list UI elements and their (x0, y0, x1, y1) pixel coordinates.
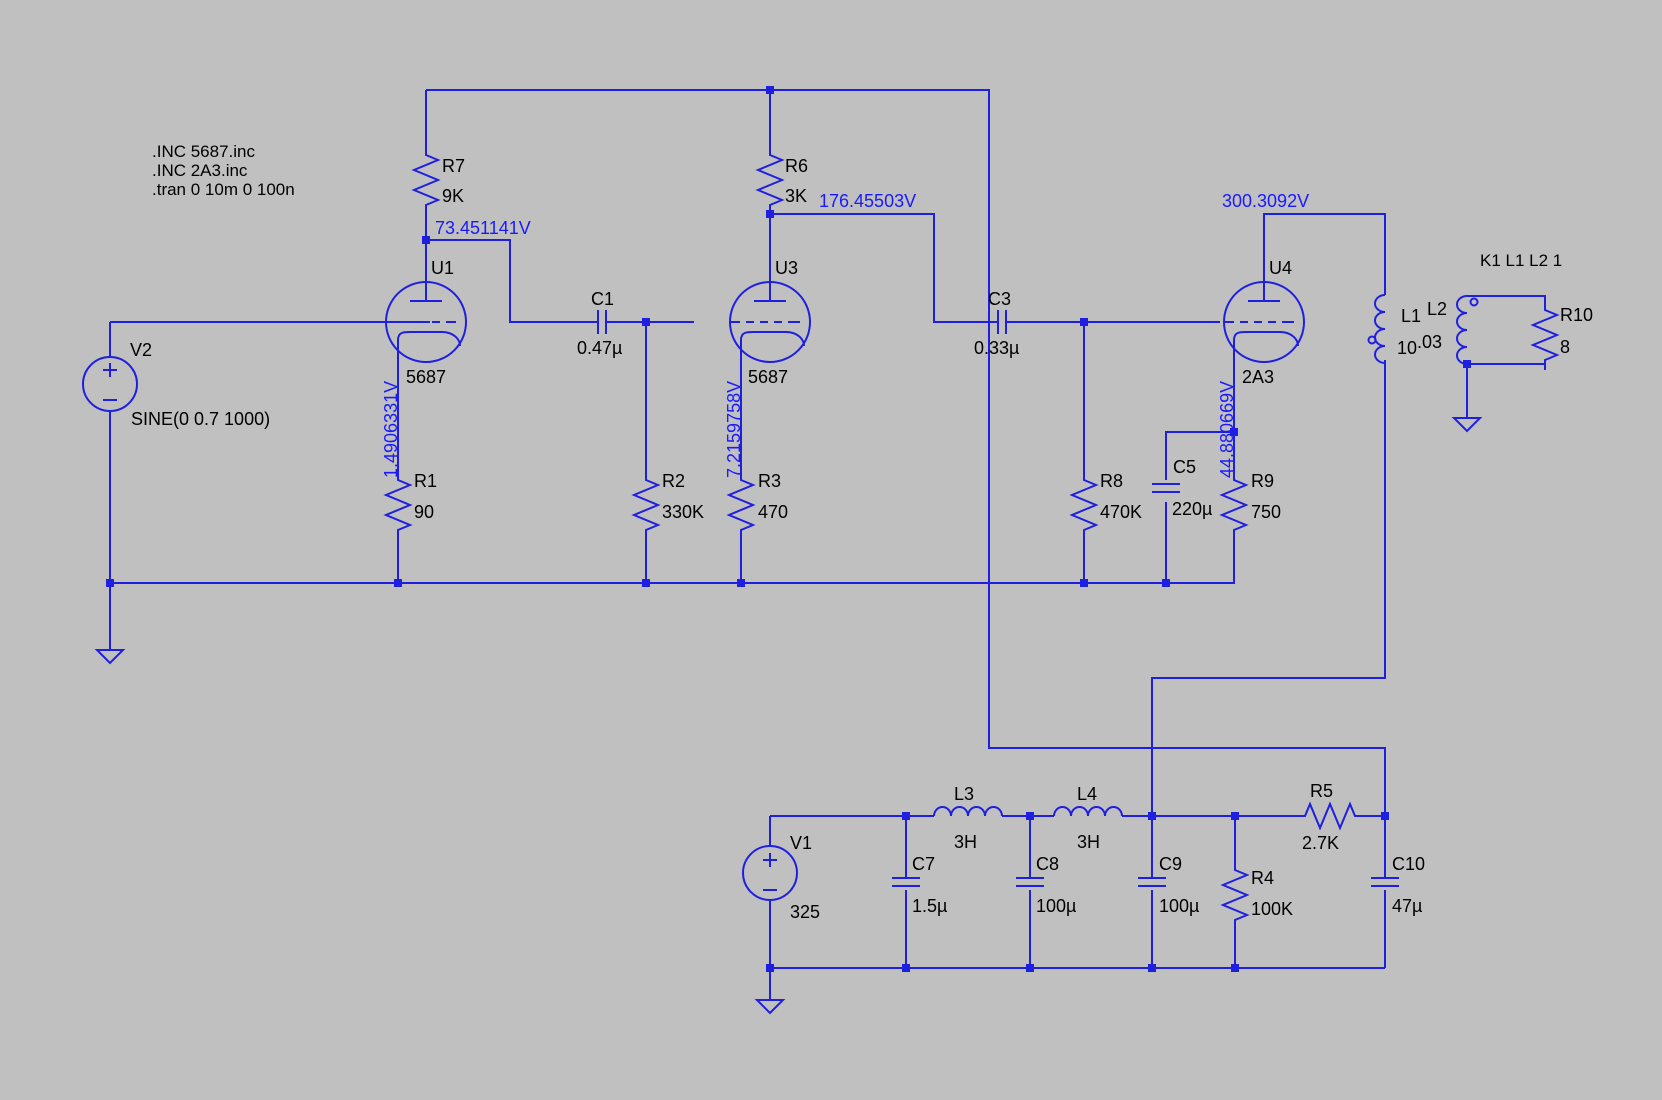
label-l2-value: .03 (1417, 332, 1442, 352)
label-r5-value: 2.7K (1302, 833, 1339, 853)
label-u3-value: 5687 (748, 367, 788, 387)
resistor-r6[interactable] (757, 144, 783, 216)
label-u4-name: U4 (1269, 258, 1292, 278)
label-v2-value: SINE(0 0.7 1000) (131, 409, 270, 429)
inductor-l3[interactable] (933, 806, 1003, 817)
wires (109, 89, 1546, 1000)
label-u1-value: 5687 (406, 367, 446, 387)
label-c9-name: C9 (1159, 854, 1182, 874)
label-r9-value: 750 (1251, 502, 1281, 522)
ground-symbol[interactable] (96, 649, 124, 664)
capacitor-c8[interactable] (1016, 877, 1044, 887)
ground-symbol[interactable] (756, 999, 784, 1014)
voltage-label-u4-plate: 300.3092V (1222, 191, 1309, 211)
inductor-l4[interactable] (1053, 806, 1123, 817)
label-u1-name: U1 (431, 258, 454, 278)
label-r2-name: R2 (662, 471, 685, 491)
resistor-r10[interactable] (1532, 299, 1558, 371)
label-c10-value: 47µ (1392, 896, 1422, 916)
voltage-source-v1[interactable] (742, 845, 798, 901)
label-l4-value: 3H (1077, 832, 1100, 852)
directive-coupling[interactable]: K1 L1 L2 1 (1480, 251, 1562, 270)
label-c3-name: C3 (988, 289, 1011, 309)
resistor-r4[interactable] (1222, 859, 1248, 931)
label-r6-name: R6 (785, 156, 808, 176)
label-c1-name: C1 (591, 289, 614, 309)
label-r10-value: 8 (1560, 337, 1570, 357)
capacitor-c5[interactable] (1152, 483, 1180, 493)
label-r1-value: 90 (414, 502, 434, 522)
ground-symbol[interactable] (1453, 417, 1481, 432)
label-c5-value: 220µ (1172, 499, 1212, 519)
resistor-r5[interactable] (1294, 803, 1366, 829)
label-r8-name: R8 (1100, 471, 1123, 491)
capacitor-c7[interactable] (892, 877, 920, 887)
resistor-r7[interactable] (413, 144, 439, 216)
resistor-r8[interactable] (1071, 469, 1097, 541)
label-c9-value: 100µ (1159, 896, 1199, 916)
label-c10-name: C10 (1392, 854, 1425, 874)
label-v1-value: 325 (790, 902, 820, 922)
capacitor-c9[interactable] (1138, 877, 1166, 887)
label-c5-name: C5 (1173, 457, 1196, 477)
resistor-r3[interactable] (728, 469, 754, 541)
voltage-label-u1-plate: 73.451141V (435, 218, 531, 238)
directive-include-2a3[interactable]: .INC 2A3.inc (152, 161, 248, 180)
label-r4-value: 100K (1251, 899, 1293, 919)
inductor-l1[interactable] (1367, 294, 1386, 364)
label-c8-value: 100µ (1036, 896, 1076, 916)
capacitor-c10[interactable] (1371, 877, 1399, 887)
label-r6-value: 3K (785, 186, 807, 206)
tube-u4[interactable] (1223, 281, 1305, 363)
directive-tran[interactable]: .tran 0 10m 0 100n (152, 180, 295, 199)
label-r10-name: R10 (1560, 305, 1593, 325)
resistor-r2[interactable] (633, 469, 659, 541)
voltage-label-u1-cathode: 1.4906331V (381, 381, 401, 478)
label-u3-name: U3 (775, 258, 798, 278)
label-l3-name: L3 (954, 784, 974, 804)
label-r3-name: R3 (758, 471, 781, 491)
label-l2-name: L2 (1427, 299, 1447, 319)
label-l1-value: 10 (1397, 338, 1417, 358)
label-u4-value: 2A3 (1242, 367, 1274, 387)
label-l3-value: 3H (954, 832, 977, 852)
label-r7-value: 9K (442, 186, 464, 206)
label-r8-value: 470K (1100, 502, 1142, 522)
directive-include-5687[interactable]: .INC 5687.inc (152, 142, 255, 161)
label-r1-name: R1 (414, 471, 437, 491)
label-r3-value: 470 (758, 502, 788, 522)
capacitor-c3[interactable] (990, 310, 1014, 334)
junctions (106, 86, 1471, 972)
label-l1-name: L1 (1401, 306, 1421, 326)
tube-u1[interactable] (385, 281, 467, 363)
resistor-r1[interactable] (385, 469, 411, 541)
label-r7-name: R7 (442, 156, 465, 176)
label-c8-name: C8 (1036, 854, 1059, 874)
label-r2-value: 330K (662, 502, 704, 522)
label-c3-value: 0.33µ (974, 338, 1019, 358)
resistor-r9[interactable] (1221, 469, 1247, 541)
inductor-l2[interactable] (1456, 295, 1479, 365)
label-r9-name: R9 (1251, 471, 1274, 491)
component-labels: R7 9K R6 3K U1 5687 U3 5687 U4 2A3 C1 0.… (130, 156, 1593, 922)
label-v2-name: V2 (130, 340, 152, 360)
label-l4-name: L4 (1077, 784, 1097, 804)
label-v1-name: V1 (790, 833, 812, 853)
voltage-source-v2[interactable] (82, 356, 138, 412)
label-r5-name: R5 (1310, 781, 1333, 801)
label-r4-name: R4 (1251, 868, 1274, 888)
label-c1-value: 0.47µ (577, 338, 622, 358)
label-c7-name: C7 (912, 854, 935, 874)
label-c7-value: 1.5µ (912, 896, 947, 916)
capacitor-c1[interactable] (590, 310, 616, 334)
tube-u3[interactable] (729, 281, 811, 363)
voltage-label-u3-plate: 176.45503V (819, 191, 916, 211)
voltage-label-u4-cathode: 44.880669V (1217, 381, 1237, 478)
voltage-label-u3-cathode: 7.2159758V (724, 381, 744, 478)
